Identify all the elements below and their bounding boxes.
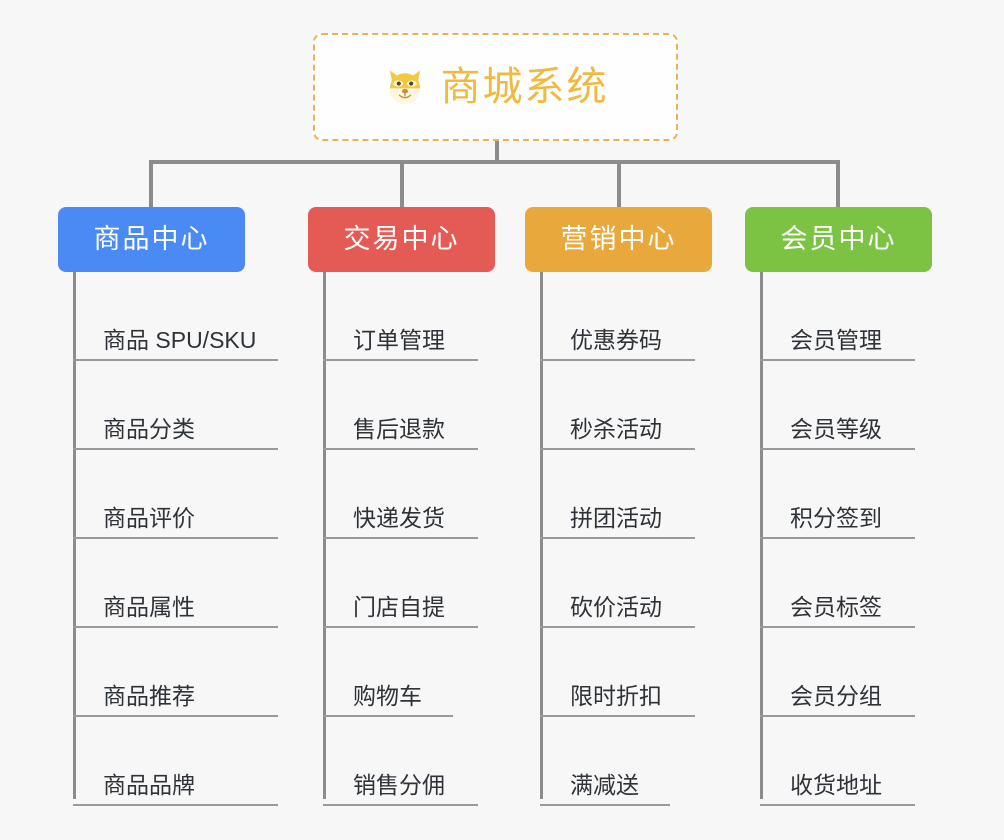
leaf-label: 订单管理 — [353, 326, 445, 353]
leaf-list: 优惠券码 秒杀活动 拼团活动 砍价活动 限时折扣 满减送 — [540, 272, 780, 806]
branch-spine — [540, 272, 543, 799]
drop-connector-1 — [149, 160, 153, 208]
branch-column-trade-center: 交易中心 订单管理 售后退款 快递发货 门店自提 购物车 销售分佣 — [308, 207, 495, 806]
branch-column-product-center: 商品中心 商品 SPU/SKU 商品分类 商品评价 商品属性 商品推荐 商品品牌 — [58, 207, 278, 806]
leaf-label: 门店自提 — [353, 593, 445, 620]
leaf-label: 会员分组 — [790, 682, 882, 709]
leaf-label: 商品评价 — [103, 504, 195, 531]
list-item[interactable]: 会员管理 — [760, 272, 915, 361]
leaf-label: 砍价活动 — [570, 593, 662, 620]
leaf-label: 售后退款 — [353, 415, 445, 442]
list-item[interactable]: 满减送 — [540, 717, 670, 806]
leaf-label: 限时折扣 — [570, 682, 662, 709]
leaf-label: 销售分佣 — [353, 771, 445, 798]
list-item[interactable]: 销售分佣 — [323, 717, 478, 806]
root-node[interactable]: 商城系统 — [313, 33, 678, 141]
list-item[interactable]: 商品属性 — [73, 539, 278, 628]
list-item[interactable]: 商品评价 — [73, 450, 278, 539]
category-header-product-center[interactable]: 商品中心 — [58, 207, 245, 272]
list-item[interactable]: 会员标签 — [760, 539, 915, 628]
list-item[interactable]: 商品品牌 — [73, 717, 278, 806]
drop-connector-2 — [400, 160, 404, 208]
root-title: 商城系统 — [440, 65, 609, 109]
leaf-label: 拼团活动 — [570, 504, 662, 531]
branch-spine — [73, 272, 76, 799]
category-title: 交易中心 — [343, 224, 460, 254]
dog-face-icon — [383, 65, 427, 109]
list-item[interactable]: 门店自提 — [323, 539, 478, 628]
horizontal-bus-connector — [150, 160, 840, 164]
list-item[interactable]: 商品分类 — [73, 361, 278, 450]
list-item[interactable]: 快递发货 — [323, 450, 478, 539]
leaf-list: 商品 SPU/SKU 商品分类 商品评价 商品属性 商品推荐 商品品牌 — [73, 272, 313, 806]
list-item[interactable]: 会员等级 — [760, 361, 915, 450]
leaf-list: 会员管理 会员等级 积分签到 会员标签 会员分组 收货地址 — [760, 272, 1000, 806]
branch-column-marketing-center: 营销中心 优惠券码 秒杀活动 拼团活动 砍价活动 限时折扣 满减送 — [525, 207, 712, 806]
leaf-label: 满减送 — [570, 771, 639, 798]
list-item[interactable]: 订单管理 — [323, 272, 478, 361]
leaf-label: 会员等级 — [790, 415, 882, 442]
category-title: 营销中心 — [560, 224, 677, 254]
leaf-label: 商品分类 — [103, 415, 195, 442]
root-stem-connector — [495, 141, 499, 163]
list-item[interactable]: 会员分组 — [760, 628, 915, 717]
category-title: 商品中心 — [93, 224, 210, 254]
branch-spine — [760, 272, 763, 799]
leaf-list: 订单管理 售后退款 快递发货 门店自提 购物车 销售分佣 — [323, 272, 563, 806]
leaf-label: 收货地址 — [790, 771, 882, 798]
category-title: 会员中心 — [780, 224, 897, 254]
list-item[interactable]: 砍价活动 — [540, 539, 695, 628]
list-item[interactable]: 售后退款 — [323, 361, 478, 450]
list-item[interactable]: 商品 SPU/SKU — [73, 272, 278, 361]
leaf-label: 秒杀活动 — [570, 415, 662, 442]
list-item[interactable]: 优惠券码 — [540, 272, 695, 361]
list-item[interactable]: 拼团活动 — [540, 450, 695, 539]
drop-connector-3 — [617, 160, 621, 208]
leaf-label: 商品推荐 — [103, 682, 195, 709]
list-item[interactable]: 秒杀活动 — [540, 361, 695, 450]
list-item[interactable]: 商品推荐 — [73, 628, 278, 717]
category-header-marketing-center[interactable]: 营销中心 — [525, 207, 712, 272]
leaf-label: 商品 SPU/SKU — [103, 326, 257, 353]
leaf-label: 购物车 — [353, 682, 422, 709]
category-header-trade-center[interactable]: 交易中心 — [308, 207, 495, 272]
leaf-label: 积分签到 — [790, 504, 882, 531]
leaf-label: 快递发货 — [353, 504, 445, 531]
leaf-label: 会员管理 — [790, 326, 882, 353]
list-item[interactable]: 限时折扣 — [540, 628, 695, 717]
branch-column-member-center: 会员中心 会员管理 会员等级 积分签到 会员标签 会员分组 收货地址 — [745, 207, 932, 806]
leaf-label: 商品品牌 — [103, 771, 195, 798]
list-item[interactable]: 收货地址 — [760, 717, 915, 806]
branch-spine — [323, 272, 326, 799]
leaf-label: 会员标签 — [790, 593, 882, 620]
drop-connector-4 — [836, 160, 840, 208]
category-header-member-center[interactable]: 会员中心 — [745, 207, 932, 272]
list-item[interactable]: 购物车 — [323, 628, 453, 717]
list-item[interactable]: 积分签到 — [760, 450, 915, 539]
leaf-label: 优惠券码 — [570, 326, 662, 353]
leaf-label: 商品属性 — [103, 593, 195, 620]
